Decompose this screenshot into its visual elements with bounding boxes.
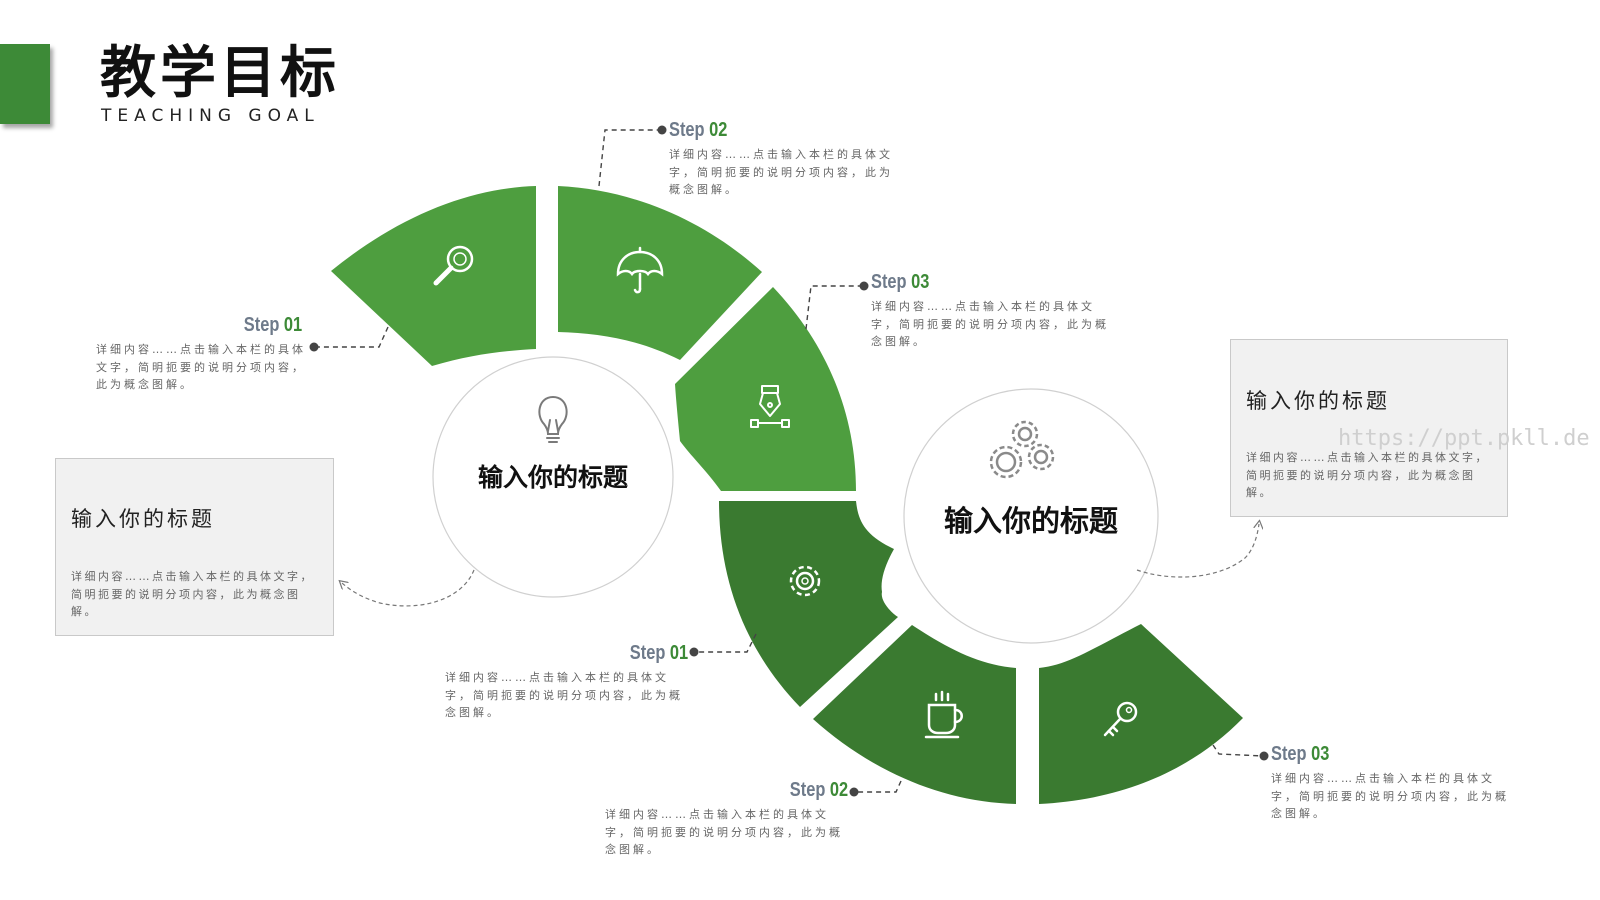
left-center-title[interactable]: 输入你的标题 xyxy=(477,463,628,492)
left-segment-3[interactable] xyxy=(675,287,856,491)
page-subtitle: TEACHING GOAL xyxy=(101,106,320,126)
left-box-desc[interactable]: 详细内容……点击输入本栏的具体文字，简明扼要的说明分项内容，此为概念图解。 xyxy=(71,570,314,618)
step-dot xyxy=(689,647,699,657)
key-icon xyxy=(1103,701,1138,737)
magnifier-icon xyxy=(433,245,474,286)
page-title: 教学目标 xyxy=(100,41,340,106)
gears-icon xyxy=(989,420,1055,479)
right-step-1-desc[interactable]: 详细内容……点击输入本栏的具体文字，简明扼要的说明分项内容，此为概念图解。 xyxy=(445,671,683,719)
right-box-title[interactable]: 输入你的标题 xyxy=(1246,389,1390,413)
umbrella-icon xyxy=(616,246,664,294)
pen-tool-icon xyxy=(750,385,790,428)
header-accent-bar xyxy=(0,44,50,124)
left-step-3-desc[interactable]: 详细内容……点击输入本栏的具体文字，简明扼要的说明分项内容，此为概念图解。 xyxy=(871,300,1109,348)
step-dot xyxy=(859,281,869,291)
right-center-circle xyxy=(903,388,1159,644)
left-box-title[interactable]: 输入你的标题 xyxy=(71,507,215,531)
left-box-arrow xyxy=(342,569,475,607)
watermark: https://ppt.pkll.de xyxy=(1338,426,1590,451)
left-step-1-desc[interactable]: 详细内容……点击输入本栏的具体文字，简明扼要的说明分项内容，此为概念图解。 xyxy=(96,343,306,391)
lightbulb-icon xyxy=(538,395,568,443)
right-box-arrow xyxy=(1136,524,1259,578)
step-dot xyxy=(309,342,319,352)
right-segment-2[interactable] xyxy=(813,625,1016,804)
right-step-3-label: Step 03 xyxy=(1271,743,1330,765)
gear-icon xyxy=(789,565,821,597)
right-segment-3[interactable] xyxy=(1039,624,1243,804)
right-segment-1[interactable] xyxy=(719,501,898,707)
step-dot xyxy=(849,787,859,797)
left-info-box: 输入你的标题 详细内容……点击输入本栏的具体文字，简明扼要的说明分项内容，此为概… xyxy=(55,458,334,636)
step-dot xyxy=(1259,751,1269,761)
right-step-2-desc[interactable]: 详细内容……点击输入本栏的具体文字，简明扼要的说明分项内容，此为概念图解。 xyxy=(605,808,843,856)
step-dot xyxy=(657,125,667,135)
left-segment-1[interactable] xyxy=(331,186,536,366)
right-info-box: 输入你的标题 详细内容……点击输入本栏的具体文字，简明扼要的说明分项内容，此为概… xyxy=(1230,339,1508,517)
right-box-desc[interactable]: 详细内容……点击输入本栏的具体文字，简明扼要的说明分项内容，此为概念图解。 xyxy=(1246,451,1489,499)
left-connectors xyxy=(314,129,864,348)
right-step-3-desc[interactable]: 详细内容……点击输入本栏的具体文字，简明扼要的说明分项内容，此为概念图解。 xyxy=(1271,772,1509,820)
left-step-2-label: Step 02 xyxy=(669,119,728,141)
left-step-3-label: Step 03 xyxy=(871,271,930,293)
right-step-1-label: Step 01 xyxy=(629,642,688,664)
coffee-cup-icon xyxy=(924,690,963,739)
left-step-1-label: Step 01 xyxy=(243,314,302,336)
left-center-circle xyxy=(432,356,674,598)
left-step-2-desc[interactable]: 详细内容……点击输入本栏的具体文字，简明扼要的说明分项内容，此为概念图解。 xyxy=(669,148,893,196)
right-center-title[interactable]: 输入你的标题 xyxy=(943,504,1118,538)
right-step-2-label: Step 02 xyxy=(789,779,848,801)
right-connectors xyxy=(694,633,1265,793)
